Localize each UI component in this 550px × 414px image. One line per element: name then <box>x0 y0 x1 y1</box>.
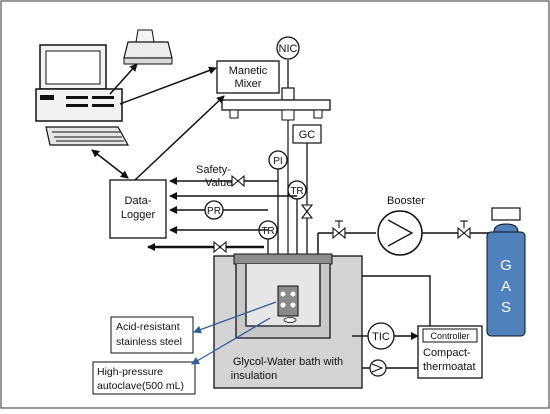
nic-label: NIC <box>279 43 298 55</box>
autoclave-lid <box>233 253 333 265</box>
sample-cell <box>277 285 299 317</box>
motor-block <box>281 87 295 101</box>
acid-resistant-callout <box>110 316 194 354</box>
computer-logger-arrow <box>91 149 129 179</box>
compact-label-1: Compact- <box>423 347 471 359</box>
logger-label-2: Logger <box>121 209 156 221</box>
magnetic-mixer-box <box>216 60 280 94</box>
gas-letter-a: A <box>501 278 511 295</box>
stir-bar <box>283 317 297 323</box>
computer-to-printer-arrow <box>109 63 138 95</box>
safety-label-2: Value <box>205 177 232 189</box>
vent-valve-icon <box>213 240 227 254</box>
mixer-label-1: Manetic <box>229 65 268 77</box>
bath-label-1: Glycol-Water bath with <box>233 356 343 368</box>
mixer-plate <box>221 99 331 111</box>
acid-callout-arrow <box>193 301 277 334</box>
gc-label: GC <box>299 129 316 141</box>
computer-icon <box>35 44 130 146</box>
autoclave-label-2: autoclave(500 mL) <box>97 380 184 392</box>
autoclave-callout <box>92 361 196 395</box>
mixer-label-2: Mixer <box>235 78 262 90</box>
safety-valve-icon <box>231 174 245 188</box>
pr-label: PR <box>207 206 221 217</box>
computer-to-mixer-arrow <box>119 66 217 105</box>
circulation-pump-icon <box>369 359 387 377</box>
gas-valve-2-icon <box>457 226 471 240</box>
tr-mid-label: TR <box>261 226 274 237</box>
safety-label-1: Safety- <box>196 164 231 176</box>
booster-pump-icon <box>377 210 423 256</box>
printer-icon <box>123 29 173 65</box>
tic-label: TIC <box>372 331 390 343</box>
gas-cylinder <box>486 231 526 337</box>
pr-circle <box>204 200 224 220</box>
gc-valve-icon <box>300 204 314 219</box>
nic-circle <box>276 36 300 60</box>
acid-label-1: Acid-resistant <box>116 321 180 333</box>
tr-top-label: TR <box>290 186 303 197</box>
circulation-supply-line <box>362 275 431 326</box>
data-logger-box <box>109 179 167 239</box>
logger-label-1: Data- <box>125 195 152 207</box>
pi-label: PI <box>273 156 282 167</box>
controller-box <box>422 328 478 343</box>
autoclave-callout-arrow <box>191 317 271 365</box>
cylinder-cap <box>491 207 521 221</box>
controller-label: Controller <box>430 331 469 341</box>
gas-valve-1-icon <box>332 226 346 240</box>
acid-label-2: stainless steel <box>116 336 182 348</box>
gas-letter-g: G <box>500 257 512 274</box>
logger-to-mixer-arrow <box>134 95 225 181</box>
compact-label-2: thermoatat <box>423 361 476 373</box>
autoclave-label-1: High-pressure <box>97 366 163 378</box>
gas-letter-s: S <box>501 299 511 316</box>
booster-label: Booster <box>387 195 425 207</box>
bath-label-2: insulation <box>231 370 277 382</box>
